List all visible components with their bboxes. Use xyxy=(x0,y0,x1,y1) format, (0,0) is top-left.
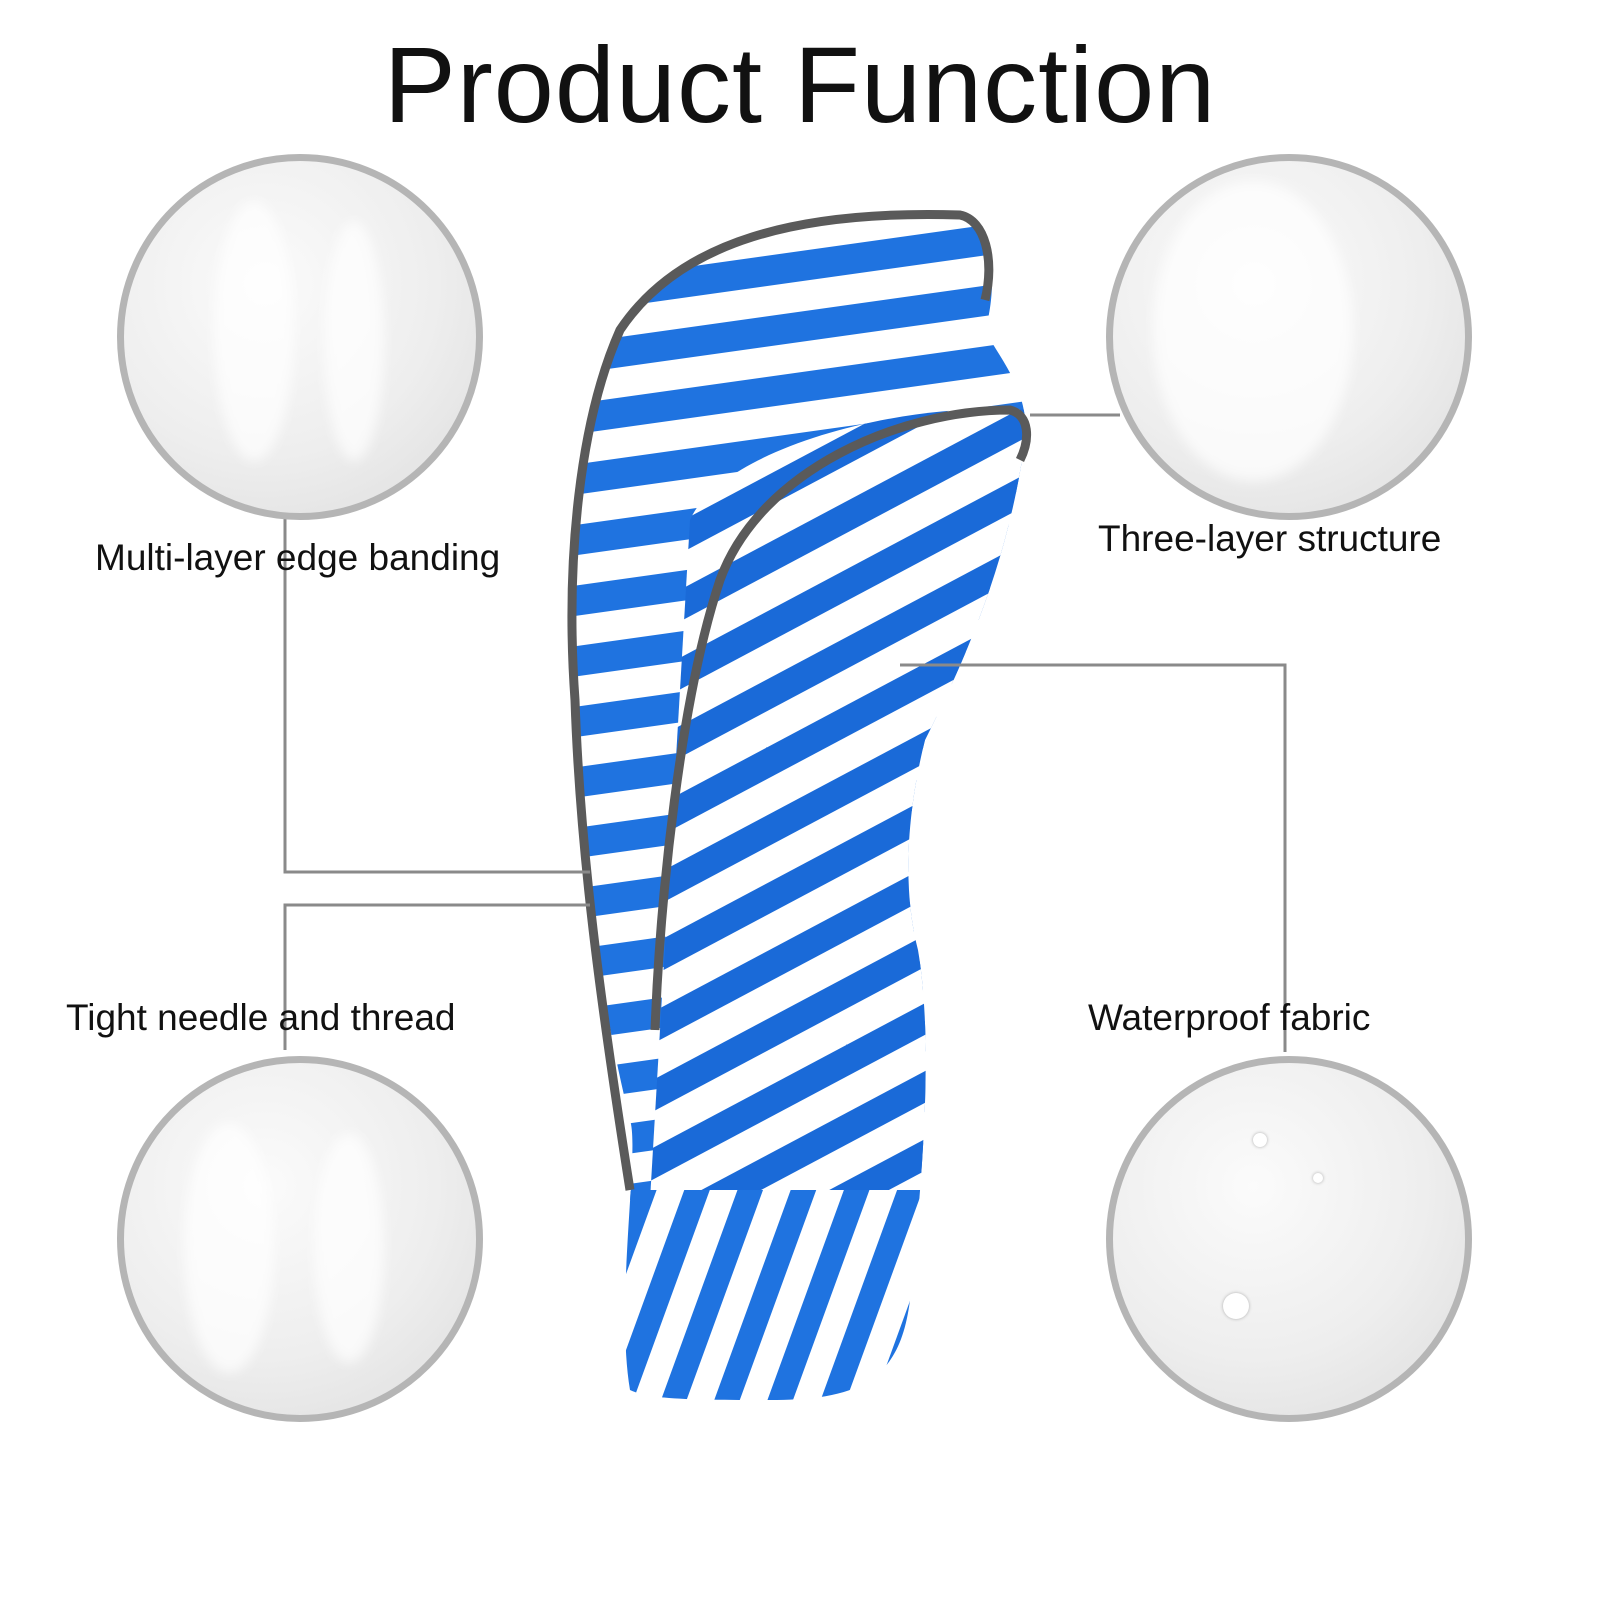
feature-label-waterproof: Waterproof fabric xyxy=(1088,997,1371,1038)
feature-label-stitching: Tight needle and thread xyxy=(66,997,456,1038)
edge-banding xyxy=(567,210,994,1191)
waterproof-detail-image xyxy=(1106,1056,1472,1422)
feature-label-three-layer: Three-layer structure xyxy=(1098,518,1442,559)
stitching-detail-image xyxy=(117,1056,483,1422)
page-title: Product Function xyxy=(383,24,1217,145)
callout-lines xyxy=(283,413,1287,1052)
headcover-body xyxy=(572,214,1026,1401)
edge-banding-detail-image xyxy=(117,154,483,520)
inner-edge-banding xyxy=(650,405,1032,1031)
feature-label-edge-banding: Multi-layer edge banding xyxy=(95,537,501,578)
three-layer-detail-image xyxy=(1106,154,1472,520)
